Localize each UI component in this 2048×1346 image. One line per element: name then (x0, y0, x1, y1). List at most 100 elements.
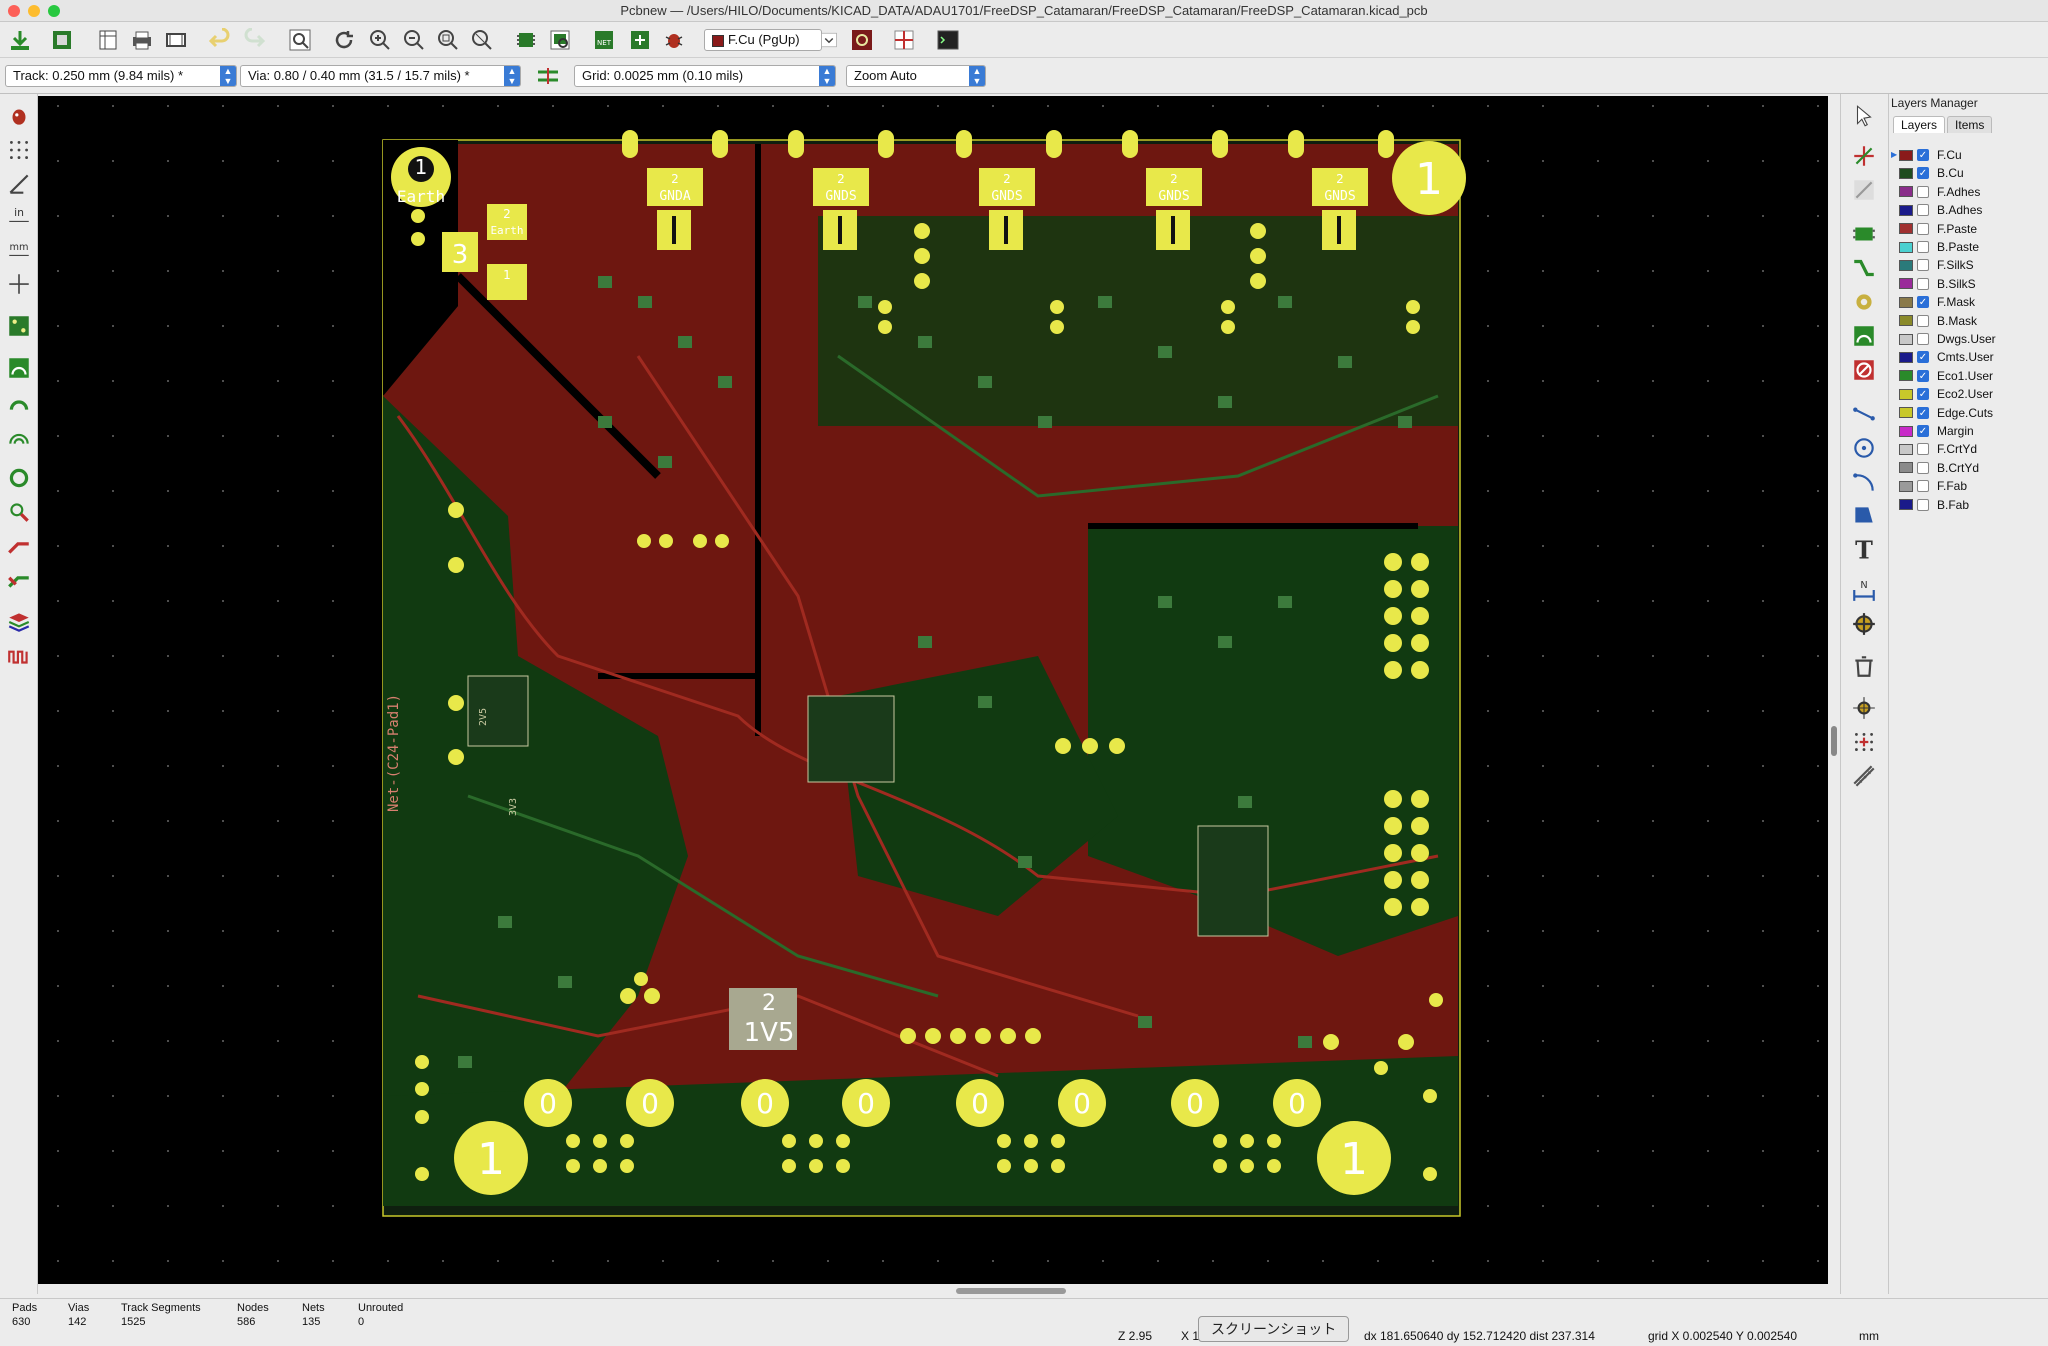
layer-row[interactable]: F.SilkS (1899, 256, 1974, 274)
add-text-tool[interactable]: T (1850, 536, 1878, 564)
layer-visibility-checkbox[interactable] (1917, 259, 1929, 272)
layer-visibility-checkbox[interactable] (1917, 222, 1929, 235)
autoplace-button[interactable] (890, 27, 918, 53)
layer-row[interactable]: F.Paste (1899, 220, 1977, 238)
layers-manager-toggle[interactable] (5, 608, 33, 636)
layer-color-swatch[interactable] (1899, 333, 1913, 345)
tab-items[interactable]: Items (1947, 116, 1993, 133)
auto-track-width-button[interactable] (534, 63, 562, 89)
page-settings-button[interactable] (94, 27, 122, 53)
keepout-zone-tool[interactable] (1850, 356, 1878, 384)
add-via-tool[interactable] (1850, 288, 1878, 316)
horizontal-scrollbar[interactable] (38, 1284, 1828, 1298)
zone-outline-toggle[interactable] (5, 388, 33, 416)
layer-row[interactable]: ✓Cmts.User (1899, 348, 1994, 366)
track-sketch-toggle[interactable] (5, 532, 33, 560)
layer-visibility-checkbox[interactable]: ✓ (1917, 425, 1929, 437)
layer-row[interactable]: B.Mask (1899, 312, 1977, 330)
track-width-select[interactable]: Track: 0.250 mm (9.84 mils) *▲▼ (5, 65, 237, 87)
add-polygon-tool[interactable] (1850, 502, 1878, 530)
print-button[interactable] (128, 27, 156, 53)
grid-select[interactable]: Grid: 0.0025 mm (0.10 mils)▲▼ (574, 65, 836, 87)
layer-row[interactable]: B.Paste (1899, 238, 1979, 256)
layer-color-swatch[interactable] (1899, 480, 1913, 492)
layer-row[interactable]: ✓Margin (1899, 422, 1974, 440)
layer-row[interactable]: ✓Edge.Cuts (1899, 404, 1993, 422)
zoom-selection-button[interactable] (468, 27, 496, 53)
redraw-button[interactable] (330, 27, 358, 53)
layer-color-swatch[interactable] (1899, 315, 1913, 327)
layer-color-swatch[interactable] (1899, 241, 1913, 253)
vertical-scrollbar[interactable] (1828, 96, 1840, 1284)
add-dimension-tool[interactable]: N (1850, 576, 1878, 604)
layer-row[interactable]: ▶✓F.Cu (1891, 146, 1962, 164)
read-netlist-button[interactable]: NET (590, 27, 618, 53)
grid-origin-tool[interactable] (1850, 728, 1878, 756)
layer-pair-button[interactable] (848, 27, 876, 53)
layer-row[interactable]: F.Fab (1899, 477, 1967, 495)
add-target-tool[interactable] (1850, 610, 1878, 638)
layer-visibility-checkbox[interactable] (1917, 443, 1929, 456)
layer-row[interactable]: B.SilkS (1899, 275, 1976, 293)
layer-row[interactable]: ✓B.Cu (1899, 164, 1964, 182)
zone-fill-toggle[interactable] (5, 354, 33, 382)
layer-color-swatch[interactable] (1899, 278, 1913, 290)
footprint-viewer-button[interactable] (546, 27, 574, 53)
horizontal-scroll-thumb[interactable] (956, 1288, 1066, 1294)
grid-toggle[interactable] (5, 136, 33, 164)
vertical-scroll-thumb[interactable] (1831, 726, 1837, 756)
layer-color-swatch[interactable] (1899, 259, 1913, 271)
layer-row[interactable]: B.CrtYd (1899, 459, 1979, 477)
select-tool[interactable] (1850, 102, 1878, 130)
layer-color-swatch[interactable] (1899, 296, 1913, 308)
zoom-out-button[interactable] (400, 27, 428, 53)
ratsnest-toggle[interactable] (5, 312, 33, 340)
measure-tool[interactable] (1850, 762, 1878, 790)
layer-color-swatch[interactable] (1899, 223, 1913, 235)
add-footprint-tool[interactable] (1850, 220, 1878, 248)
layer-visibility-checkbox[interactable] (1917, 480, 1929, 493)
layer-visibility-checkbox[interactable] (1917, 204, 1929, 217)
drc-button[interactable] (660, 27, 688, 53)
zoom-in-button[interactable] (366, 27, 394, 53)
zone-sketch-toggle[interactable] (5, 422, 33, 450)
layer-color-swatch[interactable] (1899, 186, 1913, 198)
layer-color-swatch[interactable] (1899, 462, 1913, 474)
save-button[interactable] (6, 27, 34, 53)
drc-markers-toggle[interactable] (5, 102, 33, 130)
layer-visibility-checkbox[interactable] (1917, 333, 1929, 345)
pad-sketch-toggle[interactable] (5, 464, 33, 492)
layer-visibility-checkbox[interactable]: ✓ (1917, 296, 1929, 309)
via-size-select[interactable]: Via: 0.80 / 0.40 mm (31.5 / 15.7 mils) *… (240, 65, 521, 87)
layer-row[interactable]: ✓Eco2.User (1899, 385, 1993, 403)
layer-visibility-checkbox[interactable]: ✓ (1917, 406, 1929, 419)
layer-row[interactable]: ✓F.Mask (1899, 293, 1975, 311)
layer-visibility-checkbox[interactable]: ✓ (1917, 388, 1929, 401)
delete-tool[interactable] (1850, 652, 1878, 680)
layer-row[interactable]: ✓Eco1.User (1899, 367, 1993, 385)
close-window-button[interactable] (8, 5, 20, 17)
layer-color-swatch[interactable] (1899, 443, 1913, 455)
layer-row[interactable]: B.Adhes (1899, 201, 1982, 219)
add-zone-tool[interactable] (1850, 322, 1878, 350)
via-sketch-toggle[interactable] (5, 498, 33, 526)
layer-color-swatch[interactable] (1899, 204, 1913, 216)
layer-visibility-checkbox[interactable]: ✓ (1917, 167, 1929, 180)
minimize-window-button[interactable] (28, 5, 40, 17)
footprint-editor-button[interactable] (512, 27, 540, 53)
local-ratsnest-tool[interactable] (1850, 176, 1878, 204)
board-setup-button[interactable] (48, 27, 76, 53)
route-track-tool[interactable] (1850, 254, 1878, 282)
layer-visibility-checkbox[interactable] (1917, 498, 1929, 511)
polar-coords-toggle[interactable] (5, 170, 33, 198)
layer-color-swatch[interactable] (1899, 167, 1913, 179)
microwave-toolbar-toggle[interactable] (5, 642, 33, 670)
add-circle-tool[interactable] (1850, 434, 1878, 462)
layer-visibility-checkbox[interactable] (1917, 314, 1929, 327)
highlight-net-tool[interactable] (1850, 142, 1878, 170)
layer-color-swatch[interactable] (1899, 370, 1913, 382)
redo-button[interactable] (240, 27, 268, 53)
layer-visibility-checkbox[interactable]: ✓ (1917, 369, 1929, 382)
zoom-fit-button[interactable] (434, 27, 462, 53)
layer-visibility-checkbox[interactable] (1917, 461, 1929, 474)
